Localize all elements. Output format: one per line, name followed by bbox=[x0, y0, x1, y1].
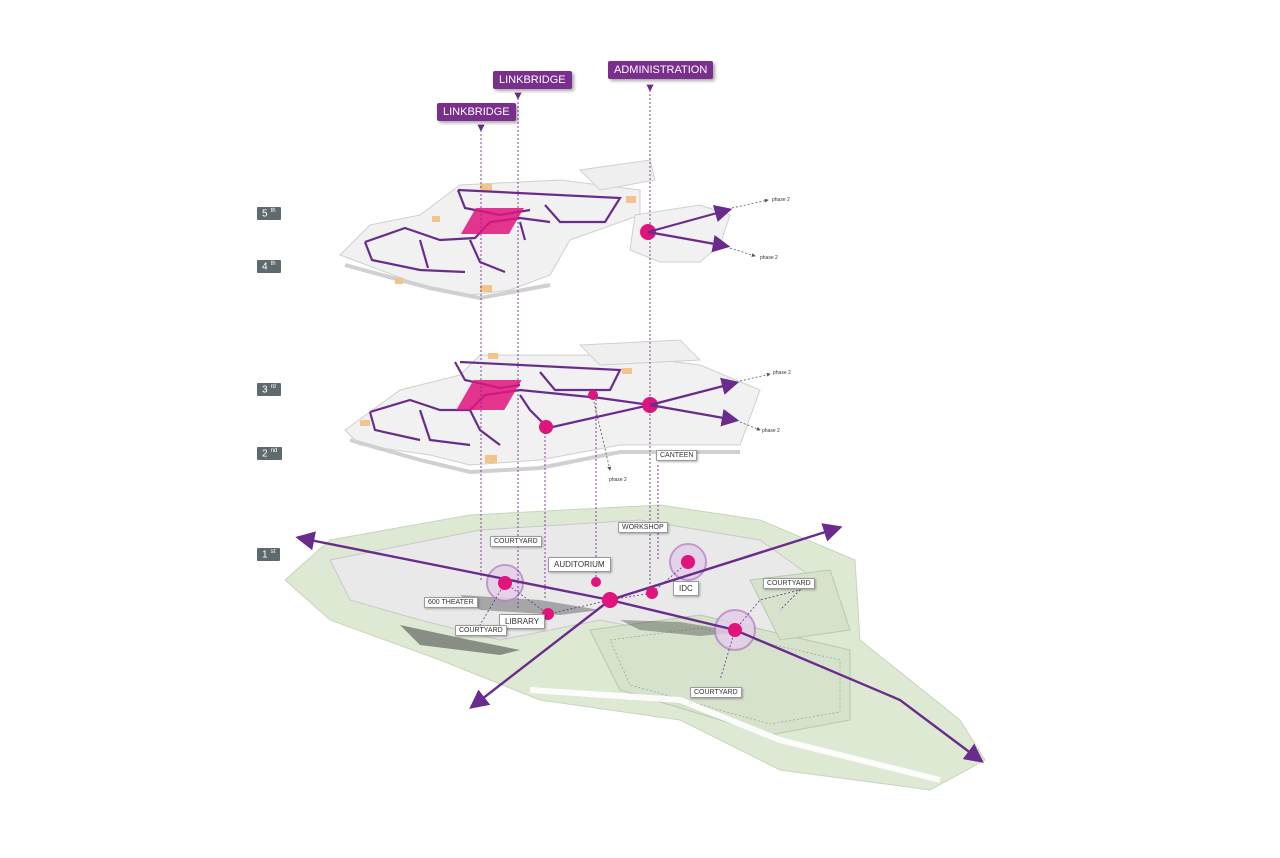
level-3-phase-arrows bbox=[592, 372, 771, 471]
phase-label: phase 2 bbox=[772, 197, 790, 203]
linkbridge-tag: LINKBRIDGE bbox=[437, 103, 516, 121]
levels-2-3-slabs bbox=[344, 339, 761, 475]
phase-label: phase 2 bbox=[760, 255, 778, 261]
level-1-main-axes bbox=[295, 523, 984, 763]
site-plan-level-1 bbox=[284, 504, 986, 791]
level-5-phase-arrows bbox=[729, 198, 769, 257]
level-5-arrows bbox=[647, 205, 733, 253]
courtyard-label: COURTYARD bbox=[455, 625, 507, 636]
theater-label: 600 THEATER bbox=[424, 597, 478, 608]
courtyard-label: COURTYARD bbox=[763, 578, 815, 589]
linkbridge-tag: LINKBRIDGE bbox=[493, 71, 572, 89]
level-3-node bbox=[539, 420, 553, 434]
administration-tag: ADMINISTRATION bbox=[608, 61, 714, 79]
workshop-label: WORKSHOP bbox=[618, 522, 668, 533]
canteen-label: CANTEEN bbox=[656, 450, 698, 461]
phase-label: phase 2 bbox=[762, 428, 780, 434]
level-3-node bbox=[588, 390, 598, 400]
level-5-central-core bbox=[460, 208, 524, 234]
auditorium-label: AUDITORIUM bbox=[548, 557, 611, 572]
phase-label: phase 2 bbox=[773, 370, 791, 376]
levels-4-5-slabs bbox=[339, 159, 731, 301]
level-3-central-core bbox=[456, 380, 522, 410]
courtyard-label: COURTYARD bbox=[490, 536, 542, 547]
idc-label: IDC bbox=[673, 581, 699, 596]
courtyard-label: COURTYARD bbox=[690, 687, 742, 698]
vertical-connectors bbox=[477, 84, 659, 610]
phase-label: phase 2 bbox=[609, 477, 627, 483]
library-label: LIBRARY bbox=[499, 614, 546, 629]
level-3-arrows bbox=[649, 377, 740, 427]
